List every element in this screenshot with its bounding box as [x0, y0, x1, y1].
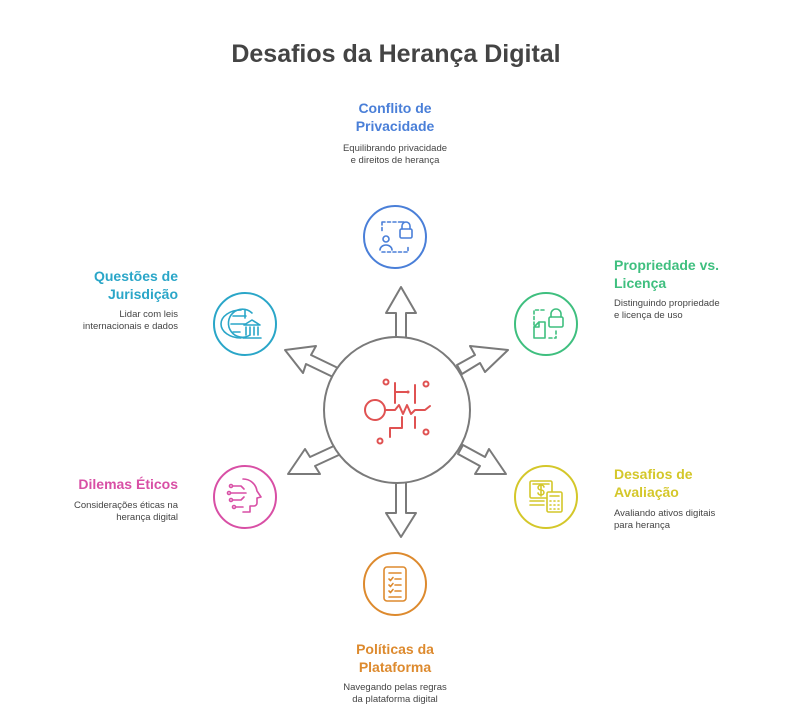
arrow-lower-left: [287, 444, 342, 475]
node-property-circle[interactable]: [514, 292, 578, 356]
person-lock-icon: [379, 221, 413, 253]
node-platform-desc: Navegando pelas regras da plataforma dig…: [343, 682, 447, 705]
node-ethics-circle[interactable]: [213, 465, 277, 529]
node-property-title: Propriedade vs. Licença: [614, 257, 720, 291]
hub-arrows: [284, 286, 509, 538]
globe-bank-icon: [220, 308, 262, 339]
arrow-lower-right: [457, 444, 507, 475]
node-privacy-circle[interactable]: [363, 205, 427, 269]
money-calculator-icon: [529, 480, 563, 513]
node-valuation-title: Desafios de Avaliação: [614, 466, 693, 500]
arrow-up: [385, 286, 417, 341]
node-ethics-desc: Considerações éticas na herança digital: [73, 500, 178, 523]
node-valuation-circle[interactable]: [514, 465, 578, 529]
node-ethics-title: Dilemas Éticos: [78, 476, 178, 492]
node-jurisdiction-title: Questões de Jurisdição: [93, 268, 178, 302]
arrow-down: [385, 474, 417, 538]
ai-head-icon: [226, 478, 262, 513]
node-valuation-desc: Avaliando ativos digitais para herança: [614, 508, 716, 531]
node-jurisdiction-desc: Lidar com leis internacionais e dados: [82, 309, 178, 332]
node-privacy-title: Conflito de Privacidade: [355, 100, 435, 134]
document-lock-icon: [533, 308, 564, 339]
node-property-desc: Distinguindo propriedade e licença de us…: [614, 298, 720, 321]
arrow-upper-right: [456, 345, 509, 375]
arrow-upper-left: [284, 345, 339, 378]
page-title: Desafios da Herança Digital: [231, 40, 561, 68]
hub-circle: [323, 336, 471, 484]
node-privacy-desc: Equilibrando privacidade e direitos de h…: [342, 143, 448, 166]
node-platform-title: Políticas da Plataforma: [356, 641, 434, 675]
node-jurisdiction-circle[interactable]: [213, 292, 277, 356]
phone-checklist-icon: [383, 566, 407, 602]
node-platform-circle[interactable]: [363, 552, 427, 616]
digital-key-icon: [364, 378, 431, 445]
